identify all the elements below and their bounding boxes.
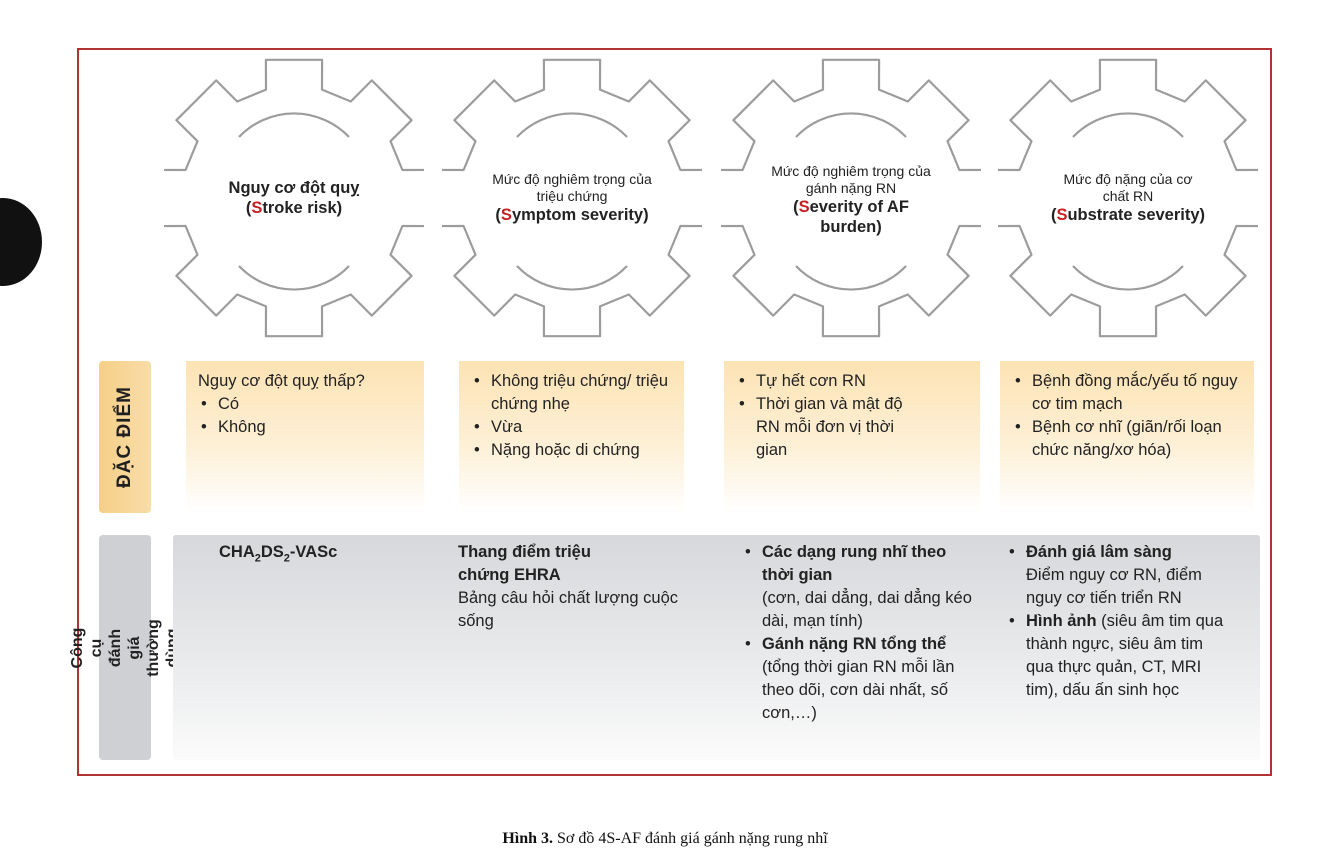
list-item: Bệnh đồng mắc/yếu tố nguy cơ tim mạch <box>1012 370 1242 416</box>
figure-caption: Hình 3. Sơ đồ 4S-AF đánh giá gánh nặng r… <box>0 830 1330 848</box>
tool-text: Bảng câu hỏi chất lượng cuộc sống <box>458 589 679 630</box>
list-item: Có <box>198 393 412 416</box>
characteristics-substrate: Bệnh đồng mắc/yếu tố nguy cơ tim mạch Bệ… <box>1000 361 1254 513</box>
caption-label: Hình 3. <box>502 830 553 847</box>
list-item: Thời gian và mật độ RN mỗi đơn vị thời g… <box>736 393 968 462</box>
gear-af-burden: Mức độ nghiêm trọng của gánh nặng RN (Se… <box>721 52 981 344</box>
gear-english: (Symptom severity) <box>495 206 649 224</box>
list-item: Nặng hoặc di chứng <box>471 439 672 462</box>
list-item: Gánh nặng RN tổng thể (tổng thời gian RN… <box>742 633 994 725</box>
gear-subtitle: Mức độ nặng của cơ chất RN <box>1063 171 1193 204</box>
tool-substrate: Đánh giá lâm sàng Điểm nguy cơ RN, điểm … <box>1006 541 1256 702</box>
list-item: Hình ảnh (siêu âm tim qua thành ngực, si… <box>1006 610 1256 702</box>
caption-text: Sơ đồ 4S-AF đánh giá gánh nặng rung nhĩ <box>553 830 828 847</box>
gear-icon <box>998 58 1258 338</box>
gear-label: Mức độ nghiêm trọng của triệu chứng (Sym… <box>472 52 672 344</box>
row-label-characteristics: ĐẶC ĐIỂM <box>99 361 151 513</box>
gear-subtitle: Mức độ nghiêm trọng của triệu chứng <box>492 171 652 204</box>
tool-symptom: Thang điểm triệu chứng EHRA Bảng câu hỏi… <box>458 541 678 633</box>
gear-stroke-risk: Nguy cơ đột quỵ (Stroke risk) <box>164 52 424 344</box>
gear-label: Nguy cơ đột quỵ (Stroke risk) <box>194 52 394 344</box>
list-item: Tự hết cơn RN <box>736 370 968 393</box>
gear-english: (Stroke risk) <box>245 199 343 217</box>
tool-title: Thang điểm triệu chứng EHRA <box>458 543 591 584</box>
gear-subtitle: Mức độ nghiêm trọng của gánh nặng RN <box>771 163 931 196</box>
gear-icon <box>164 58 424 338</box>
list-item: Không <box>198 416 412 439</box>
gear-substrate-severity: Mức độ nặng của cơ chất RN (Substrate se… <box>998 52 1258 344</box>
characteristics-burden: Tự hết cơn RN Thời gian và mật độ RN mỗi… <box>724 361 980 513</box>
gear-title: Nguy cơ đột quỵ <box>228 179 360 197</box>
row-label-tools: Công cụ đánh giá thường dùng <box>69 535 181 760</box>
stroke-question: Nguy cơ đột quỵ thấp? <box>198 372 365 390</box>
tool-cha2ds2vasc: CHA2DS2-VASc <box>219 543 338 565</box>
gear-english: (Severity of AF burden) <box>793 198 909 236</box>
tool-burden: Các dạng rung nhĩ theo thời gian (cơn, d… <box>742 541 994 725</box>
characteristics-symptom: Không triệu chứng/ triệu chứng nhẹ Vừa N… <box>459 361 684 513</box>
characteristics-stroke: Nguy cơ đột quỵ thấp? Có Không <box>186 361 424 513</box>
stroke-options: Có Không <box>198 393 412 439</box>
diagram-frame <box>77 48 1272 776</box>
decorative-dot <box>0 198 42 286</box>
list-item: Vừa <box>471 416 672 439</box>
list-item: Bệnh cơ nhĩ (giãn/rối loạn chức năng/xơ … <box>1012 416 1242 462</box>
gear-label: Mức độ nặng của cơ chất RN (Substrate se… <box>1028 52 1228 344</box>
list-item: Các dạng rung nhĩ theo thời gian (cơn, d… <box>742 541 994 633</box>
gear-english: (Substrate severity) <box>1050 206 1206 224</box>
gear-label: Mức độ nghiêm trọng của gánh nặng RN (Se… <box>751 52 951 346</box>
gear-icon <box>721 58 981 338</box>
list-item: Đánh giá lâm sàng Điểm nguy cơ RN, điểm … <box>1006 541 1256 610</box>
list-item: Không triệu chứng/ triệu chứng nhẹ <box>471 370 672 416</box>
gear-icon <box>442 58 702 338</box>
gear-symptom-severity: Mức độ nghiêm trọng của triệu chứng (Sym… <box>442 52 702 344</box>
